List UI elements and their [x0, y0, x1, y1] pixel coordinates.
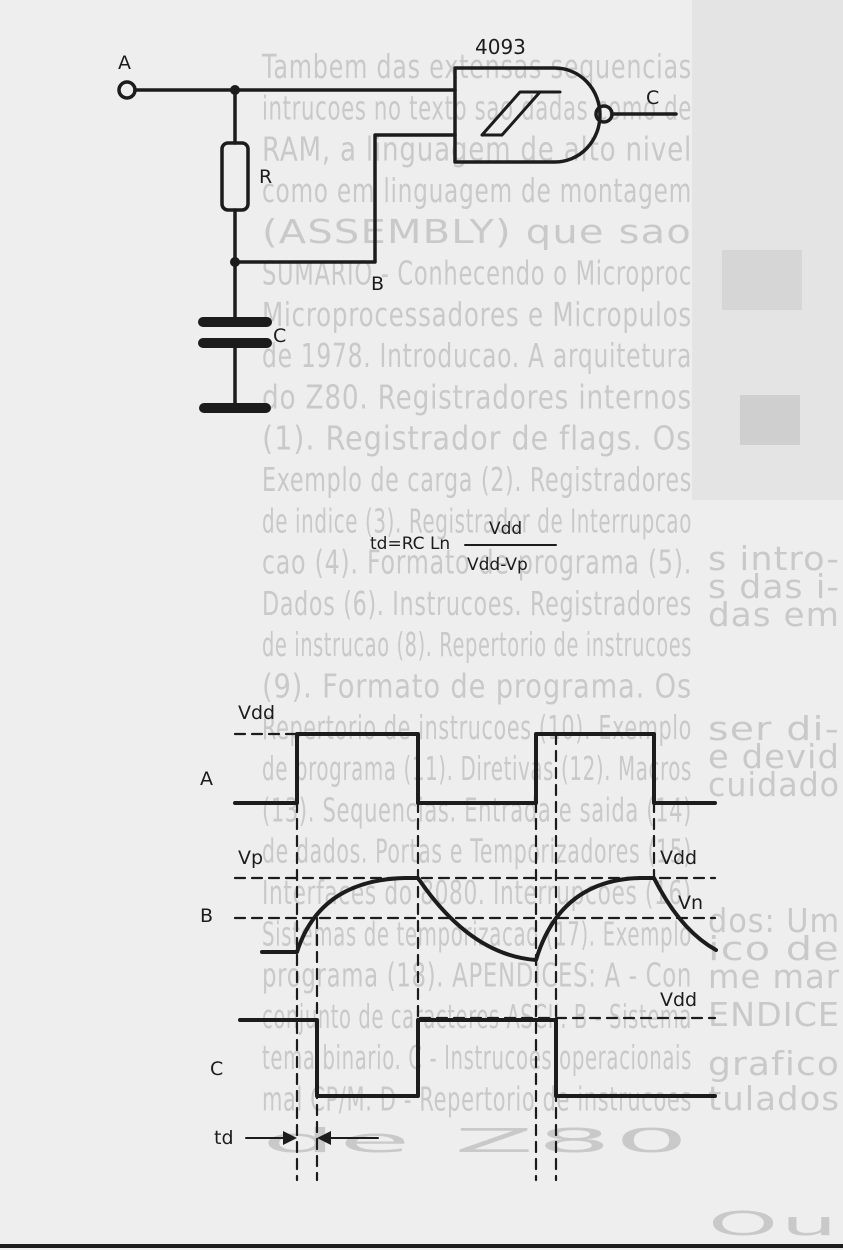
bleed-margin-fragment: ser di- — [708, 709, 840, 748]
waveforms: Vdd A Vp Vdd Vn B Vdd C td — [200, 702, 718, 1182]
bleed-margin-fragment: dos: Um — [708, 901, 840, 940]
right-margin-patch — [692, 0, 843, 500]
chip-label-4093: 4093 — [475, 35, 526, 59]
resistor-r — [220, 141, 250, 212]
capacitor-label: C — [273, 325, 286, 347]
bleed-line: cao (4). Formato de programa (5). — [262, 543, 692, 582]
bleed-line: tema binario. C - Instrucoes operacionai… — [262, 1038, 692, 1077]
bleed-line: de 1978. Introducao. A arquitetura — [262, 336, 692, 375]
bleed-line: de programa (11). Diretivas (12). Macros — [262, 749, 692, 788]
bleed-line: intrucoes no texto sao dadas como de — [262, 88, 692, 127]
bleed-through-text: Tambem das extensas sequenciasintrucoes … — [261, 47, 840, 1243]
resistor-label: R — [259, 166, 272, 188]
bleed-margin-fragment: cuidado — [708, 765, 840, 804]
bleed-margin-fragment: ENDICE — [708, 995, 840, 1034]
input-label-a: A — [118, 52, 131, 74]
waveform-b — [260, 876, 718, 962]
trace-label-c: C — [210, 1058, 223, 1080]
bleed-margin-fragment: e devid — [708, 737, 840, 776]
level-label-vn: Vn — [678, 892, 703, 914]
formula-lhs: td=RC Ln — [370, 534, 450, 554]
bleed-margin-fragment: Ou — [708, 1204, 840, 1243]
bleed-line: (1). Registrador de flags. Os — [262, 419, 692, 458]
bleed-margin-fragment: me mar — [708, 957, 840, 996]
bleed-margin-fragment: ico de — [708, 929, 840, 968]
wire-node-b — [233, 133, 457, 264]
input-terminal-a — [117, 80, 137, 100]
level-label-vdd-b: Vdd — [660, 847, 697, 869]
bleed-line: mal CP/M. D - Repertorio de instrucoes — [262, 1080, 692, 1119]
formula-denominator: Vdd-Vp — [467, 555, 528, 575]
waveform-a — [233, 732, 717, 805]
bleed-margin-fragment: das em — [708, 595, 840, 634]
bleed-line: como em linguagem de montagem — [262, 171, 692, 210]
bleed-line: de indice (3). Registrador de Interrupca… — [262, 501, 692, 540]
trace-label-b: B — [200, 905, 213, 927]
bleed-line: programa (18). APENDICES: A - Con — [262, 956, 692, 995]
bleed-line: Dados (6). Instrucoes. Registradores — [262, 584, 692, 623]
level-label-vdd-top: Vdd — [238, 702, 275, 724]
trace-label-a: A — [200, 768, 213, 790]
bleed-margin-fragment: s das i- — [708, 567, 840, 606]
bleed-line: do Z80. Registradores internos — [262, 377, 692, 416]
level-label-vp: Vp — [238, 847, 263, 869]
bleed-margin-fragment: grafico — [708, 1044, 840, 1083]
level-label-vdd-c: Vdd — [660, 989, 697, 1011]
bleed-line: de Z80 — [262, 1121, 692, 1160]
bleed-line: Exemplo de carga (2). Registradores — [262, 460, 692, 499]
circuit: A R B C 4093 C — [117, 35, 678, 413]
bleed-line: SUMARIO - Conhecendo o Microproc — [262, 254, 692, 293]
bleed-line: Sistemas de temporizacao (17). Exemplo — [262, 914, 692, 953]
node-label-b: B — [371, 273, 384, 295]
delay-label-td: td — [214, 1127, 234, 1149]
td-arrowhead-left — [283, 1131, 297, 1145]
formula: td=RC Ln Vdd Vdd-Vp — [370, 519, 557, 575]
schmitt-symbol — [480, 90, 562, 137]
bleed-margin-fragment: tulados — [708, 1079, 840, 1118]
bleed-line: de instrucao (8). Repertorio de instruco… — [262, 625, 692, 664]
bleed-margin-fragment: s intro- — [708, 539, 840, 578]
bleed-line: de dados. Portas e Temporizadores (15) — [262, 832, 692, 871]
bleed-line: (ASSEMBLY) que sao — [262, 212, 692, 251]
bleed-line: Microprocessadores e Micropulos — [262, 295, 692, 334]
formula-numerator: Vdd — [489, 519, 522, 539]
bleed-line: (9). Formato de programa. Os — [262, 667, 692, 706]
bleed-line: (13). Sequencias. Entrada e saida (14) — [262, 790, 692, 829]
waveform-c — [238, 1018, 717, 1098]
bleed-line: conjunto de caracteres ASCII. B - Sistem… — [262, 997, 692, 1036]
td-arrowhead-right — [317, 1131, 331, 1145]
bleed-line: Repertorio de instrucoes (10). Exemplo — [262, 708, 692, 747]
nand-gate-body — [453, 66, 602, 164]
output-label-c: C — [646, 87, 659, 109]
